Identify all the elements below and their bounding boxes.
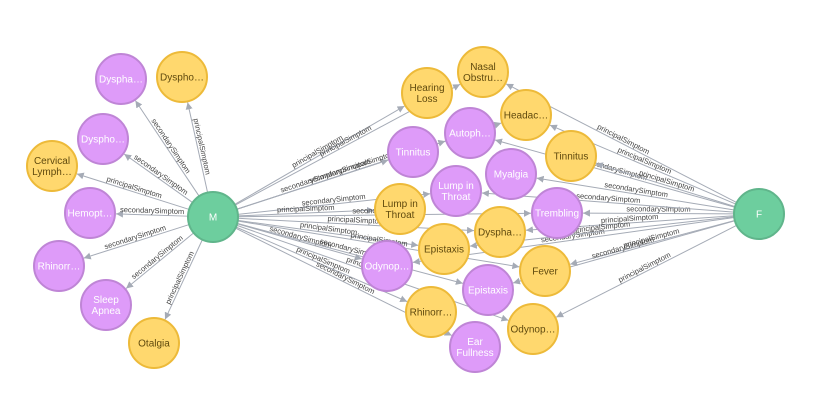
edge-line[interactable] xyxy=(236,223,363,261)
node-epistaxis-y[interactable]: Epistaxis xyxy=(418,223,470,275)
edge-line[interactable] xyxy=(125,232,195,289)
node-epistaxis-p[interactable]: Epistaxis xyxy=(462,264,514,316)
node-circle[interactable] xyxy=(187,191,239,243)
node-circle[interactable] xyxy=(401,67,453,119)
edge-label: principalSimptom xyxy=(106,174,164,200)
edge-line[interactable] xyxy=(536,175,735,211)
edge-label: principalSimptom xyxy=(601,212,659,225)
node-autoph[interactable]: Autoph… xyxy=(444,107,496,159)
edge-line[interactable] xyxy=(83,224,190,260)
edge-label: principalSimptom xyxy=(191,117,212,175)
node-fever[interactable]: Fever xyxy=(519,245,571,297)
node-circle[interactable] xyxy=(374,183,426,235)
edge-M-m_hemopt[interactable]: secondarySimptom xyxy=(115,205,189,218)
node-odynop-y[interactable]: Odynop… xyxy=(507,303,559,355)
edge-line[interactable] xyxy=(234,105,405,205)
node-headac[interactable]: Headac… xyxy=(500,89,552,141)
edge-F-trembling[interactable]: secondarySimptom xyxy=(582,204,735,217)
edge-label: principalSimptom xyxy=(327,214,385,226)
edge-line[interactable] xyxy=(569,219,735,266)
node-m-hemopt[interactable]: Hemopt… xyxy=(64,187,116,239)
node-circle[interactable] xyxy=(33,240,85,292)
edge-line[interactable] xyxy=(123,153,193,203)
node-circle[interactable] xyxy=(128,317,180,369)
node-circle[interactable] xyxy=(485,148,537,200)
edge-label: secondarySimptom xyxy=(591,235,655,261)
edge-line[interactable] xyxy=(555,224,737,318)
node-m-dyspha[interactable]: Dyspha… xyxy=(95,53,147,105)
edge-label: secondarySimptom xyxy=(626,204,690,213)
node-circle[interactable] xyxy=(80,279,132,331)
node-circle[interactable] xyxy=(156,51,208,103)
node-circle[interactable] xyxy=(26,140,78,192)
edge-line[interactable] xyxy=(185,102,209,193)
edge-label: secondarySimptom xyxy=(103,223,167,251)
edge-line[interactable] xyxy=(237,206,375,217)
node-dyspha-y[interactable]: Dyspha… xyxy=(474,206,526,258)
node-circle[interactable] xyxy=(418,223,470,275)
node-circle[interactable] xyxy=(430,165,482,217)
node-trembling[interactable]: Trembling xyxy=(531,187,583,239)
node-circle[interactable] xyxy=(405,286,457,338)
node-circle[interactable] xyxy=(545,130,597,182)
node-F[interactable]: F xyxy=(733,188,785,240)
edge-label: secondarySimptom xyxy=(120,205,184,216)
node-circle[interactable] xyxy=(519,245,571,297)
node-circle[interactable] xyxy=(462,264,514,316)
edge-label: principalSimptom xyxy=(290,133,344,170)
edge-line[interactable] xyxy=(582,209,735,217)
node-myalgia[interactable]: Myalgia xyxy=(485,148,537,200)
node-circle[interactable] xyxy=(95,53,147,105)
edge-line[interactable] xyxy=(135,100,200,197)
edge-label: principalSimptom xyxy=(277,203,335,214)
node-circle[interactable] xyxy=(387,126,439,178)
edge-line[interactable] xyxy=(494,138,736,208)
node-circle[interactable] xyxy=(77,113,129,165)
edge-line[interactable] xyxy=(595,162,736,208)
node-circle[interactable] xyxy=(507,303,559,355)
node-circle[interactable] xyxy=(500,89,552,141)
node-tinnitus-p[interactable]: Tinnitus xyxy=(387,126,439,178)
node-m-otalgia[interactable]: Otalgia xyxy=(128,317,180,369)
edge-label: principalSimptom xyxy=(617,250,672,284)
node-circle[interactable] xyxy=(733,188,785,240)
node-circle[interactable] xyxy=(64,187,116,239)
node-rhinorr-y[interactable]: Rhinorr… xyxy=(405,286,457,338)
node-circle[interactable] xyxy=(444,107,496,159)
edge-M-lump_y[interactable]: principalSimptom xyxy=(237,203,375,217)
node-odynop-p[interactable]: Odynop… xyxy=(361,240,413,292)
node-circle[interactable] xyxy=(449,321,501,373)
edge-line[interactable] xyxy=(76,172,190,210)
edge-line[interactable] xyxy=(164,239,203,320)
node-circle[interactable] xyxy=(361,240,413,292)
node-circle[interactable] xyxy=(457,46,509,98)
edge-line[interactable] xyxy=(115,210,189,218)
node-circle[interactable] xyxy=(531,187,583,239)
edge-label: principalSimptom xyxy=(163,250,196,306)
edge-M-m_dyspho_y[interactable]: principalSimptom xyxy=(185,102,213,193)
node-circle[interactable] xyxy=(474,206,526,258)
node-tinnitus-y[interactable]: Tinnitus xyxy=(545,130,597,182)
node-m-dyspho-p[interactable]: Dyspho… xyxy=(77,113,129,165)
edge-line[interactable] xyxy=(237,222,463,285)
node-M[interactable]: M xyxy=(187,191,239,243)
node-m-dyspho-y[interactable]: Dyspho… xyxy=(156,51,208,103)
node-m-rhinorr[interactable]: Rhinorr… xyxy=(33,240,85,292)
